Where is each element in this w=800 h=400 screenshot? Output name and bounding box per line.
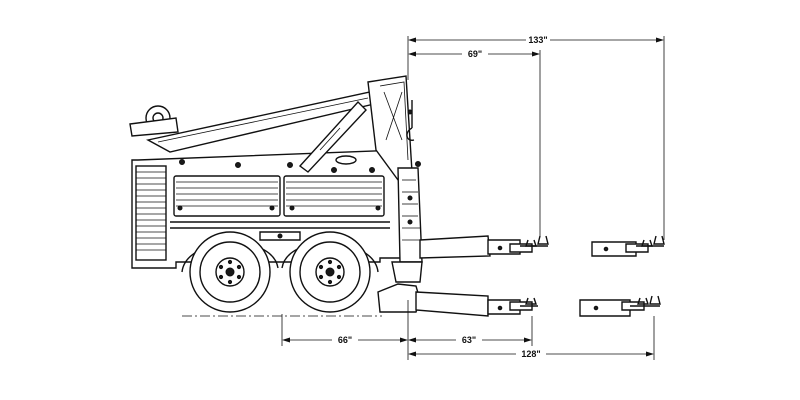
dimension-69: [408, 50, 541, 236]
underlift-lower-extended: [579, 295, 661, 317]
underlift-upper: [419, 235, 549, 259]
rear-upright: [391, 167, 423, 283]
dimension-128: [408, 316, 655, 360]
dim-label-69: 69": [468, 49, 482, 59]
dimension-66: [281, 300, 409, 360]
dim-label-133: 133": [528, 35, 547, 45]
dim-label-63: 63": [462, 335, 476, 345]
underlift-upper-extended: [591, 235, 665, 257]
dim-label-128: 128": [521, 349, 540, 359]
underlift-lower: [377, 283, 538, 317]
dimension-133: [407, 36, 665, 240]
boom-assembly: [129, 75, 421, 181]
dim-label-66: 66": [338, 335, 352, 345]
wheel-rear: [281, 231, 379, 313]
wheel-front: [181, 231, 279, 313]
dimension-63: [408, 316, 533, 346]
